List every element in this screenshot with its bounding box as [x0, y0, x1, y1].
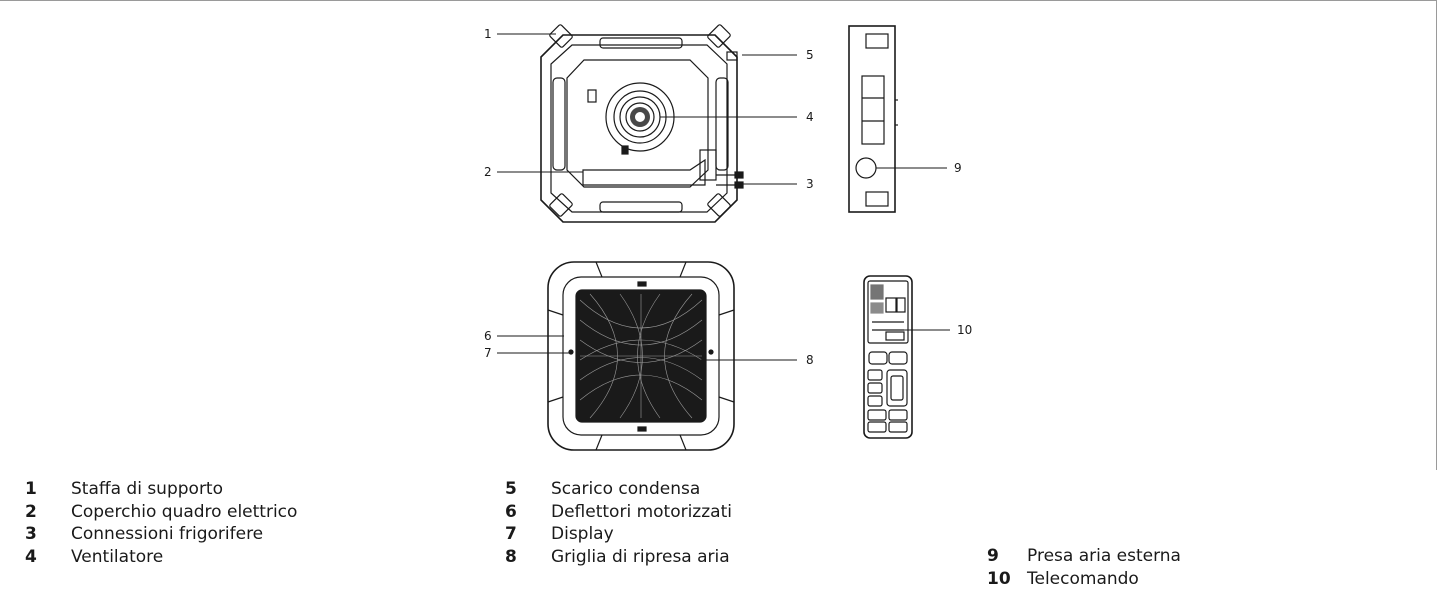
legend-label: Presa aria esterna	[1027, 546, 1181, 566]
legend-number: 8	[505, 546, 517, 567]
callout-8: 8	[806, 353, 814, 367]
legend-number: 1	[25, 479, 37, 499]
legend-item: 5 Scarico condensa	[505, 478, 732, 501]
legend-label: Ventilatore	[71, 546, 164, 567]
legend-item: 1 Staffa di supporto	[25, 478, 297, 501]
legend-column-3: 9 Presa aria esterna 10 Telecomando	[987, 545, 1181, 590]
legend-item: 3 Connessioni frigorifere	[25, 523, 297, 546]
callout-6: 6	[484, 329, 492, 343]
legend-label: Deflettori motorizzati	[551, 501, 732, 522]
legend-number: 2	[25, 501, 37, 522]
legend-item: 9 Presa aria esterna	[987, 545, 1181, 568]
technical-diagram: 1 5 4 2 3 9	[484, 24, 972, 451]
callout-1: 1	[484, 27, 492, 41]
legend-label: Griglia di ripresa aria	[551, 546, 730, 567]
legend-number: 9	[987, 546, 999, 566]
callout-5: 5	[806, 48, 814, 62]
legend-item: 6 Deflettori motorizzati	[505, 501, 732, 524]
legend-label: Connessioni frigorifere	[71, 524, 264, 544]
legend-item: 10 Telecomando	[987, 568, 1181, 591]
legend-number: 3	[25, 524, 37, 544]
cassette-side-view	[848, 25, 947, 213]
callout-3: 3	[806, 177, 814, 191]
remote-control	[863, 275, 950, 439]
legend-number: 6	[505, 501, 517, 522]
legend-label: Staffa di supporto	[71, 479, 223, 499]
legend-label: Display	[551, 524, 614, 544]
legend-number: 10	[987, 568, 1011, 589]
legend-item: 2 Coperchio quadro elettrico	[25, 501, 297, 524]
legend-number: 5	[505, 479, 517, 499]
legend-label: Telecomando	[1027, 568, 1139, 589]
legend-label: Coperchio quadro elettrico	[71, 501, 298, 522]
legend-number: 7	[505, 524, 517, 544]
cassette-internal-view	[497, 24, 797, 223]
legend-column-2: 5 Scarico condensa 6 Deflettori motorizz…	[505, 478, 732, 568]
legend-item: 8 Griglia di ripresa aria	[505, 546, 732, 569]
legend-number: 4	[25, 546, 37, 567]
callout-7: 7	[484, 346, 492, 360]
legend-label: Scarico condensa	[551, 479, 701, 499]
cassette-front-panel	[497, 261, 797, 451]
callout-2: 2	[484, 165, 492, 179]
callout-9: 9	[954, 161, 962, 175]
callout-10: 10	[957, 323, 972, 337]
callout-4: 4	[806, 110, 814, 124]
legend-column-1: 1 Staffa di supporto 2 Coperchio quadro …	[25, 478, 297, 568]
legend-item: 7 Display	[505, 523, 732, 546]
diagram-frame	[0, 0, 1437, 470]
legend-item: 4 Ventilatore	[25, 546, 297, 569]
